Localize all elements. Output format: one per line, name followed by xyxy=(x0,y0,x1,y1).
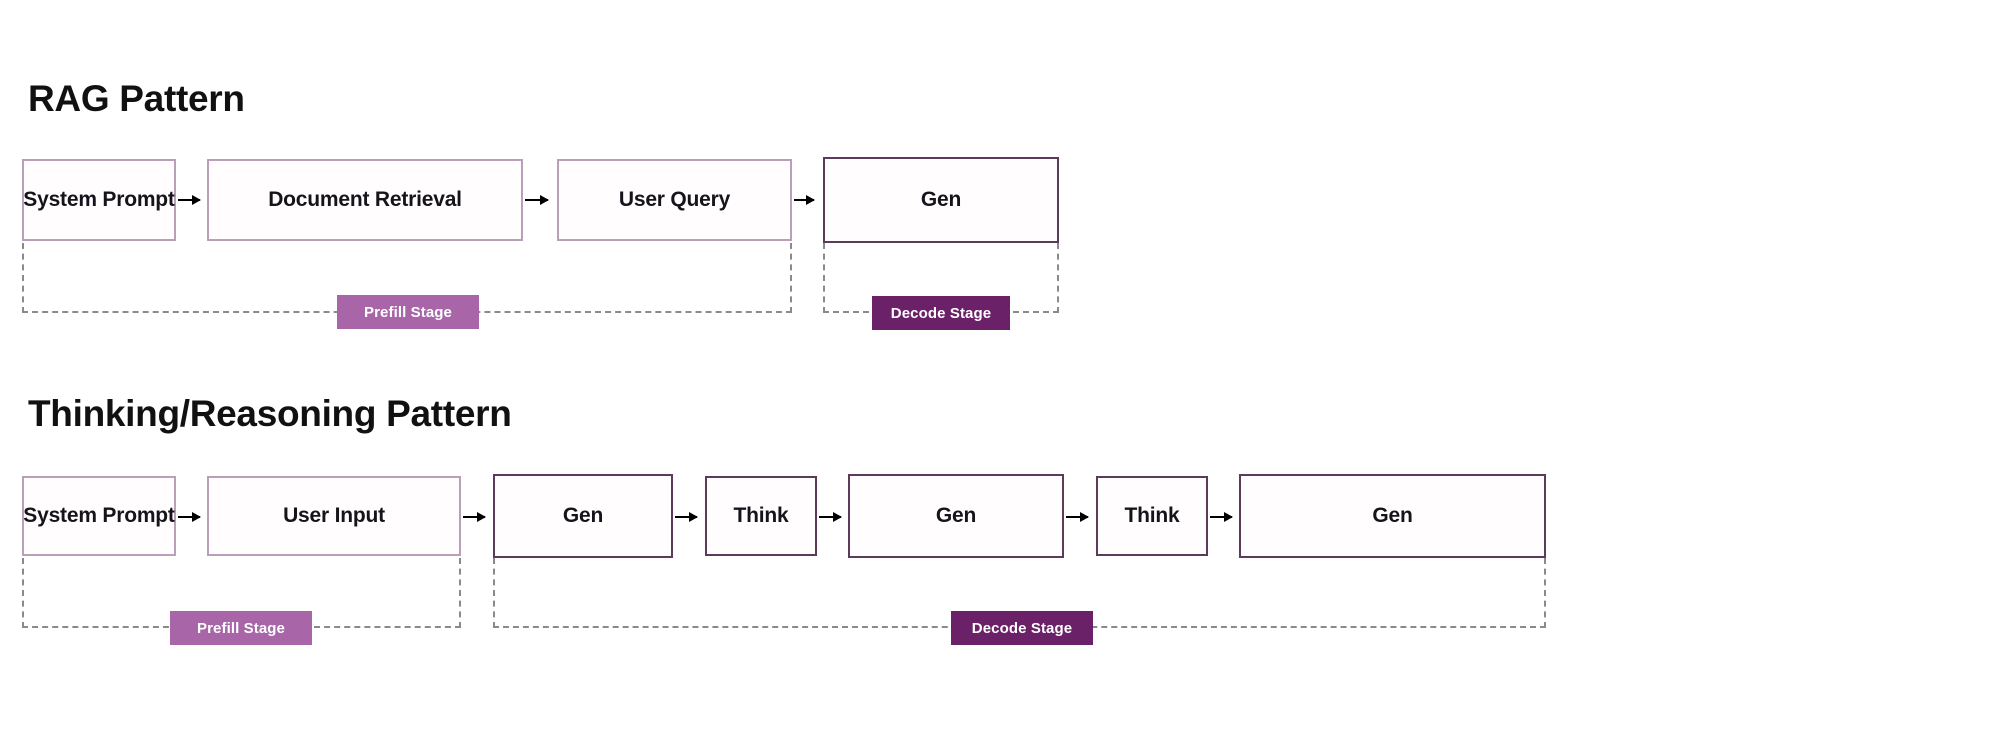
arrow-think-5 xyxy=(1066,512,1089,522)
arrow-rag-2 xyxy=(525,195,549,205)
box-label: System Prompt xyxy=(23,504,175,527)
arrow-think-1 xyxy=(178,512,201,522)
badge-rag-decode-stage[interactable]: Decode Stage xyxy=(872,296,1010,330)
box-rag-document-retrieval[interactable]: Document Retrieval xyxy=(207,159,523,241)
arrow-think-2 xyxy=(463,512,486,522)
arrow-think-4 xyxy=(819,512,842,522)
box-label: User Input xyxy=(283,504,385,527)
section-title-thinking: Thinking/Reasoning Pattern xyxy=(28,393,512,434)
arrow-rag-3 xyxy=(794,195,815,205)
box-think-gen-2[interactable]: Gen xyxy=(848,474,1064,558)
arrow-think-6 xyxy=(1210,512,1233,522)
box-label: Think xyxy=(1124,504,1180,527)
box-think-user-input[interactable]: User Input xyxy=(207,476,461,556)
box-label: System Prompt xyxy=(23,188,175,211)
box-label: Document Retrieval xyxy=(268,188,462,211)
badge-think-prefill-stage[interactable]: Prefill Stage xyxy=(170,611,312,645)
box-rag-user-query[interactable]: User Query xyxy=(557,159,792,241)
section-title-rag: RAG Pattern xyxy=(28,78,245,119)
badge-think-decode-stage[interactable]: Decode Stage xyxy=(951,611,1093,645)
box-label: Gen xyxy=(935,504,977,527)
badge-label: Decode Stage xyxy=(971,619,1073,637)
box-think-think-1[interactable]: Think xyxy=(705,476,817,556)
box-think-think-2[interactable]: Think xyxy=(1096,476,1208,556)
box-rag-gen[interactable]: Gen xyxy=(823,157,1059,243)
box-rag-system-prompt[interactable]: System Prompt xyxy=(22,159,176,241)
arrow-rag-1 xyxy=(178,195,201,205)
box-label: User Query xyxy=(618,188,731,211)
box-think-system-prompt[interactable]: System Prompt xyxy=(22,476,176,556)
box-label: Gen xyxy=(1372,504,1413,527)
badge-label: Prefill Stage xyxy=(197,619,285,637)
badge-rag-prefill-stage[interactable]: Prefill Stage xyxy=(337,295,479,329)
badge-label: Decode Stage xyxy=(890,304,992,322)
box-think-gen-1[interactable]: Gen xyxy=(493,474,673,558)
badge-label: Prefill Stage xyxy=(364,303,452,321)
box-think-gen-3[interactable]: Gen xyxy=(1239,474,1546,558)
arrow-think-3 xyxy=(675,512,698,522)
box-label: Think xyxy=(733,504,789,527)
box-label: Gen xyxy=(562,504,604,527)
box-label: Gen xyxy=(920,188,962,211)
